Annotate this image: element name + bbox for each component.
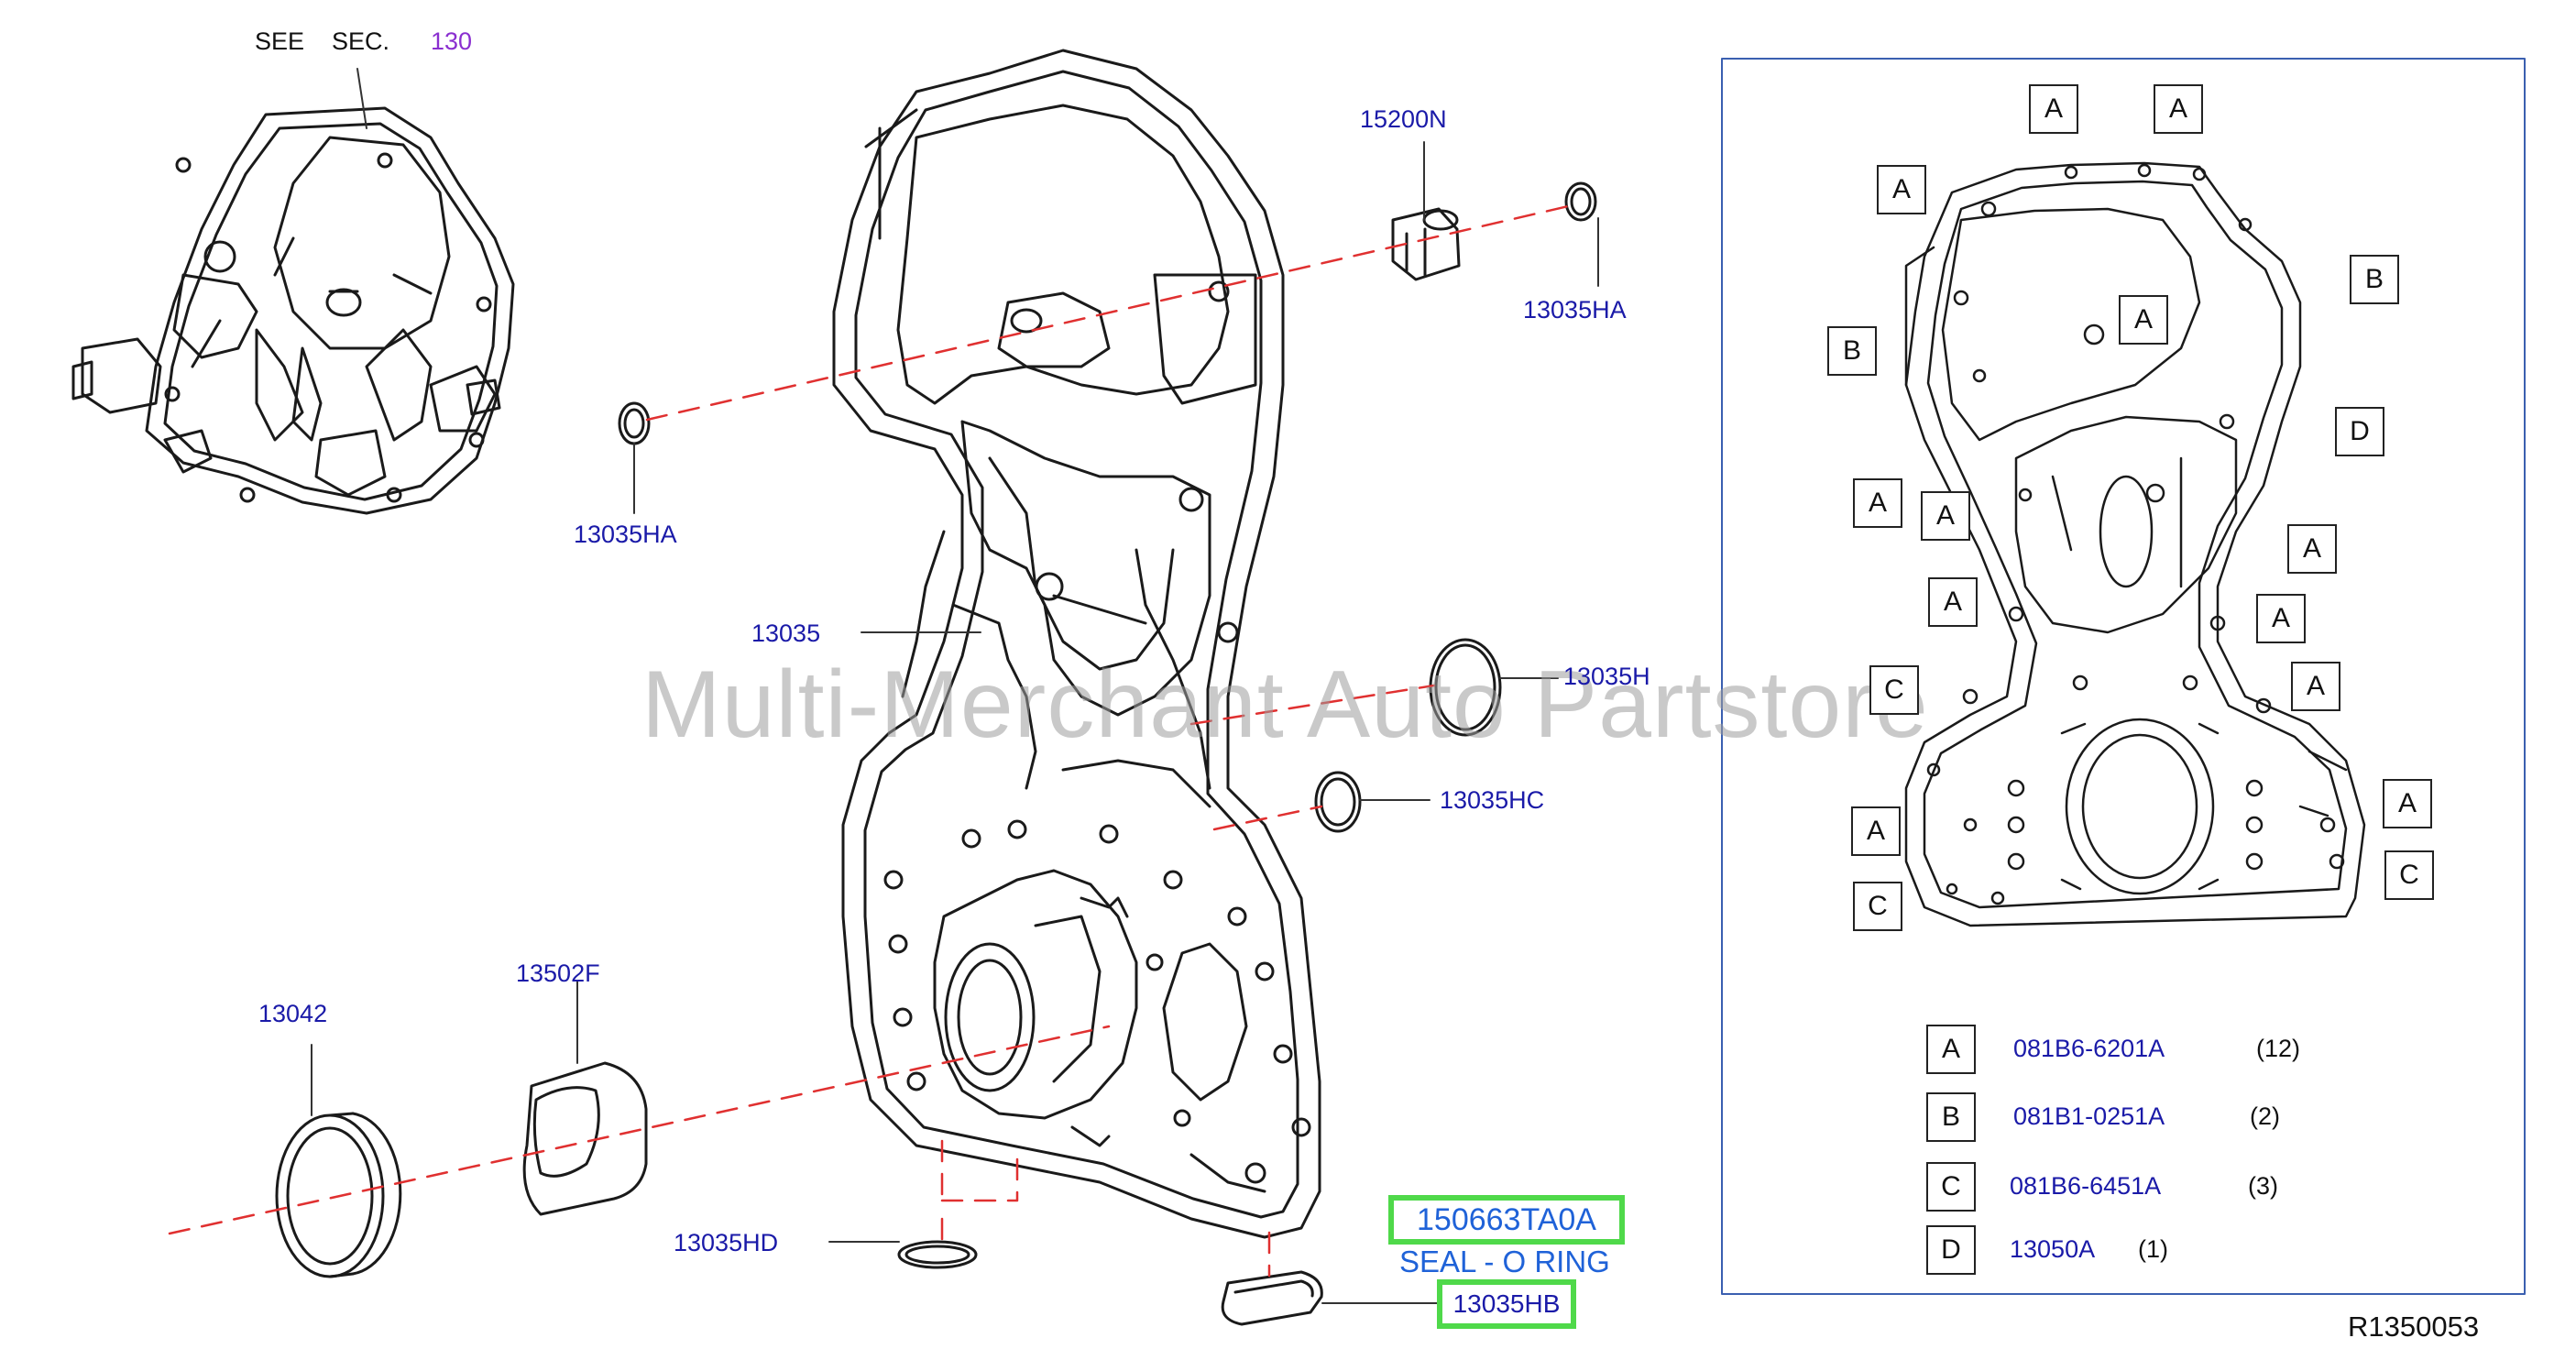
oil-seal-13042	[275, 1112, 402, 1278]
detail-box-a-11: A	[2383, 779, 2432, 828]
detail-panel-frame	[1721, 58, 2526, 1295]
detail-box-a-4: A	[2119, 295, 2168, 345]
legend-qty-d: (1)	[2138, 1235, 2168, 1263]
highlight-part-code-box[interactable]: 13035HB	[1437, 1279, 1576, 1329]
highlight-part-number: 150663TA0A	[1417, 1201, 1596, 1237]
detail-box-a-9: A	[2256, 594, 2306, 643]
front-timing-cover	[832, 49, 1321, 1239]
o-ring-13035HA-right	[1564, 181, 1597, 222]
part-label-13035[interactable]: 13035	[751, 620, 821, 647]
part-label-13502F[interactable]: 13502F	[516, 960, 600, 987]
detail-box-a-2: A	[2154, 84, 2203, 134]
detail-box-a-1: A	[2029, 84, 2078, 134]
detail-box-b-1: B	[2350, 255, 2399, 304]
part-label-13035H[interactable]: 13035H	[1563, 663, 1650, 690]
part-label-13035HD[interactable]: 13035HD	[674, 1229, 779, 1256]
highlight-part-number-box[interactable]: 150663TA0A	[1388, 1195, 1625, 1245]
detail-box-c-2: C	[2384, 850, 2434, 900]
legend-letter-b: B	[1926, 1092, 1976, 1142]
detail-box-a-10: A	[2291, 662, 2340, 711]
legend-code-b[interactable]: 081B1-0251A	[2013, 1102, 2165, 1130]
detail-box-d-1: D	[2335, 407, 2384, 456]
legend-letter-d: D	[1926, 1225, 1976, 1275]
legend-qty-a: (12)	[2256, 1035, 2301, 1062]
detail-box-a-8: A	[1928, 577, 1978, 627]
assembly-axis-lines	[168, 203, 1578, 1278]
part-label-13035HC[interactable]: 13035HC	[1440, 786, 1545, 814]
legend-code-a[interactable]: 081B6-6201A	[2013, 1035, 2165, 1062]
legend-code-c[interactable]: 081B6-6451A	[2010, 1172, 2162, 1200]
detail-box-a-12: A	[1851, 806, 1901, 856]
legend-qty-c: (3)	[2248, 1172, 2278, 1200]
detail-box-b-2: B	[1827, 326, 1877, 376]
legend-letter-c: C	[1926, 1162, 1976, 1212]
collar-13502F	[522, 1061, 648, 1216]
highlight-description: SEAL - O RING	[1399, 1245, 1610, 1278]
o-ring-13035H	[1429, 638, 1502, 737]
gasket-13035HB	[1221, 1270, 1323, 1326]
leader-lines	[311, 68, 1599, 1304]
legend-code-d[interactable]: 13050A	[2010, 1235, 2096, 1263]
valve-timing-cover-assembly	[71, 106, 515, 515]
highlight-part-code: 13035HB	[1452, 1289, 1561, 1318]
part-label-13035HA-left[interactable]: 13035HA	[574, 521, 677, 548]
legend-letter-a: A	[1926, 1025, 1976, 1074]
bolt-location-drawing	[1904, 161, 2366, 927]
detail-box-a-3: A	[1877, 165, 1926, 214]
o-ring-13035HD	[897, 1240, 978, 1269]
part-label-13035HA-right[interactable]: 13035HA	[1523, 296, 1627, 324]
part-label-15200N[interactable]: 15200N	[1360, 105, 1447, 133]
see-label: SEE	[255, 27, 305, 55]
legend-qty-b: (2)	[2250, 1102, 2280, 1130]
watermark: Multi-Merchant Auto Partstore	[641, 652, 1929, 758]
oil-filter-15200N	[1391, 207, 1461, 281]
detail-box-a-6: A	[1921, 491, 1970, 541]
diagram-reference: R1350053	[2348, 1311, 2480, 1343]
part-label-13042[interactable]: 13042	[258, 1000, 328, 1027]
detail-box-a-5: A	[1853, 478, 1902, 528]
sec-label: SEC.	[332, 27, 390, 55]
o-ring-13035HC	[1314, 771, 1362, 833]
detail-box-c-1: C	[1869, 665, 1919, 715]
section-link[interactable]: 130	[431, 27, 473, 55]
detail-box-c-3: C	[1853, 882, 1902, 931]
detail-box-a-7: A	[2287, 524, 2337, 574]
